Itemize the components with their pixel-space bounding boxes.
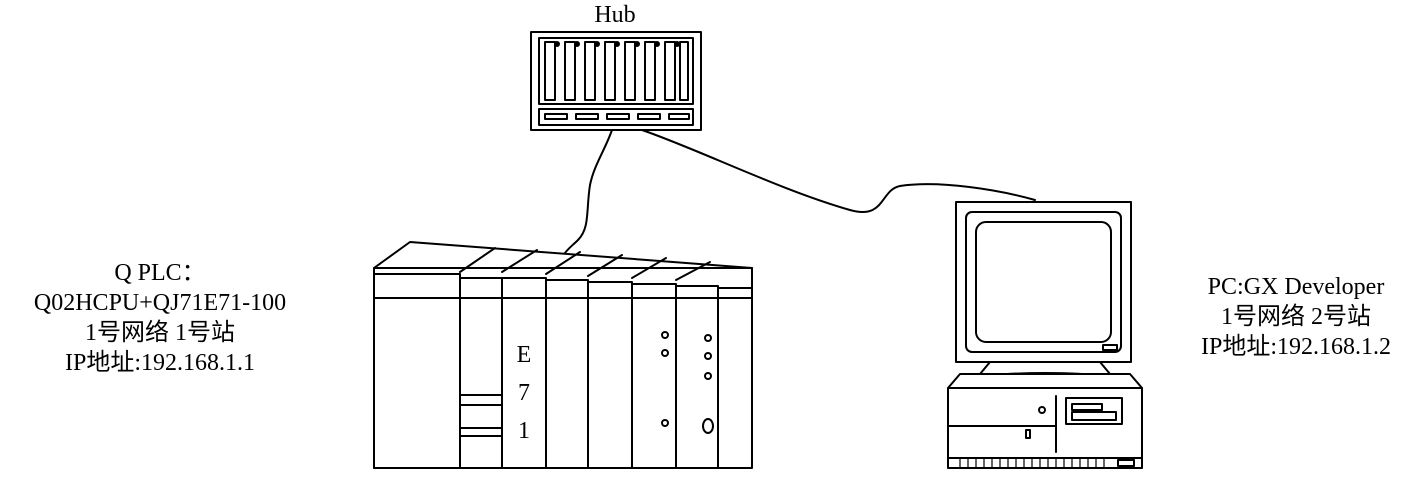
hub-label-text: Hub bbox=[594, 2, 636, 28]
cable-hub-to-plc bbox=[562, 129, 613, 257]
pc-label-line-1: PC:GX Developer bbox=[1207, 274, 1385, 300]
pc-vent bbox=[959, 457, 1135, 469]
pc-label: PC:GX Developer 1号网络 2号站 IP地址:192.168.1.… bbox=[1176, 272, 1416, 362]
plc-label-line-2: Q02HCPU+QJ71E71-100 bbox=[33, 290, 287, 316]
pc-icon bbox=[947, 201, 1143, 469]
hub-icon bbox=[530, 31, 702, 131]
hub-label: Hub bbox=[560, 0, 670, 30]
plc-label: Q PLC： Q02HCPU+QJ71E71-100 1号网络 1号站 IP地址… bbox=[0, 258, 320, 378]
cable-hub-to-pc bbox=[641, 129, 1036, 213]
hub-led-row bbox=[554, 41, 680, 47]
plc-led-icon-2 bbox=[702, 334, 714, 434]
pc-label-line-3: IP地址:192.168.1.2 bbox=[1200, 334, 1391, 360]
plc-led-icon bbox=[661, 331, 669, 427]
plc-label-line-1: Q PLC： bbox=[114, 260, 206, 286]
plc-label-line-4: IP地址:192.168.1.1 bbox=[64, 350, 255, 376]
pc-label-line-2: 1号网络 2号站 bbox=[1221, 304, 1371, 330]
hub-ports bbox=[544, 41, 689, 101]
module-text-e: E bbox=[517, 342, 532, 368]
module-text-1: 1 bbox=[518, 418, 530, 444]
plc-label-line-3: 1号网络 1号站 bbox=[85, 320, 235, 346]
plc-rack-icon bbox=[373, 241, 753, 469]
e71-module-label: E 7 1 bbox=[517, 342, 532, 444]
module-text-7: 7 bbox=[518, 380, 530, 406]
